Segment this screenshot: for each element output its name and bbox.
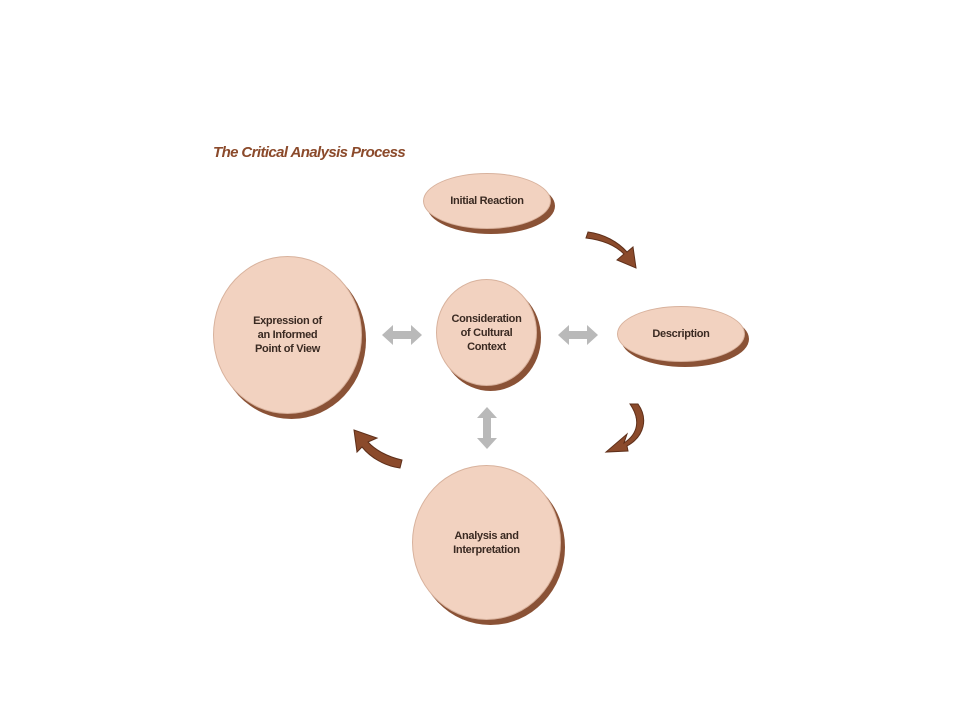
node-expression: Expression of an Informed Point of View — [213, 256, 362, 414]
flow-arrow-reaction-to-description — [585, 231, 637, 269]
node-description: Description — [617, 306, 745, 362]
node-analysis: Analysis and Interpretation — [412, 465, 561, 620]
link-arrow-consideration-description — [558, 325, 598, 345]
node-consideration: Consideration of Cultural Context — [436, 279, 537, 386]
link-arrow-consideration-analysis — [477, 407, 497, 449]
node-initial-reaction: Initial Reaction — [423, 173, 551, 229]
flow-arrow-description-to-analysis — [604, 403, 645, 453]
node-description-label: Description — [652, 328, 710, 340]
node-consideration-label: Consideration of Cultural Context — [451, 312, 522, 353]
node-expression-label: Expression of an Informed Point of View — [253, 315, 322, 355]
flow-arrow-analysis-to-expression — [353, 429, 403, 469]
node-initial-reaction-label: Initial Reaction — [450, 195, 524, 207]
link-arrow-expression-consideration — [382, 325, 422, 345]
diagram-title: The Critical Analysis Process — [213, 144, 406, 161]
node-analysis-label: Analysis and Interpretation — [453, 529, 520, 556]
